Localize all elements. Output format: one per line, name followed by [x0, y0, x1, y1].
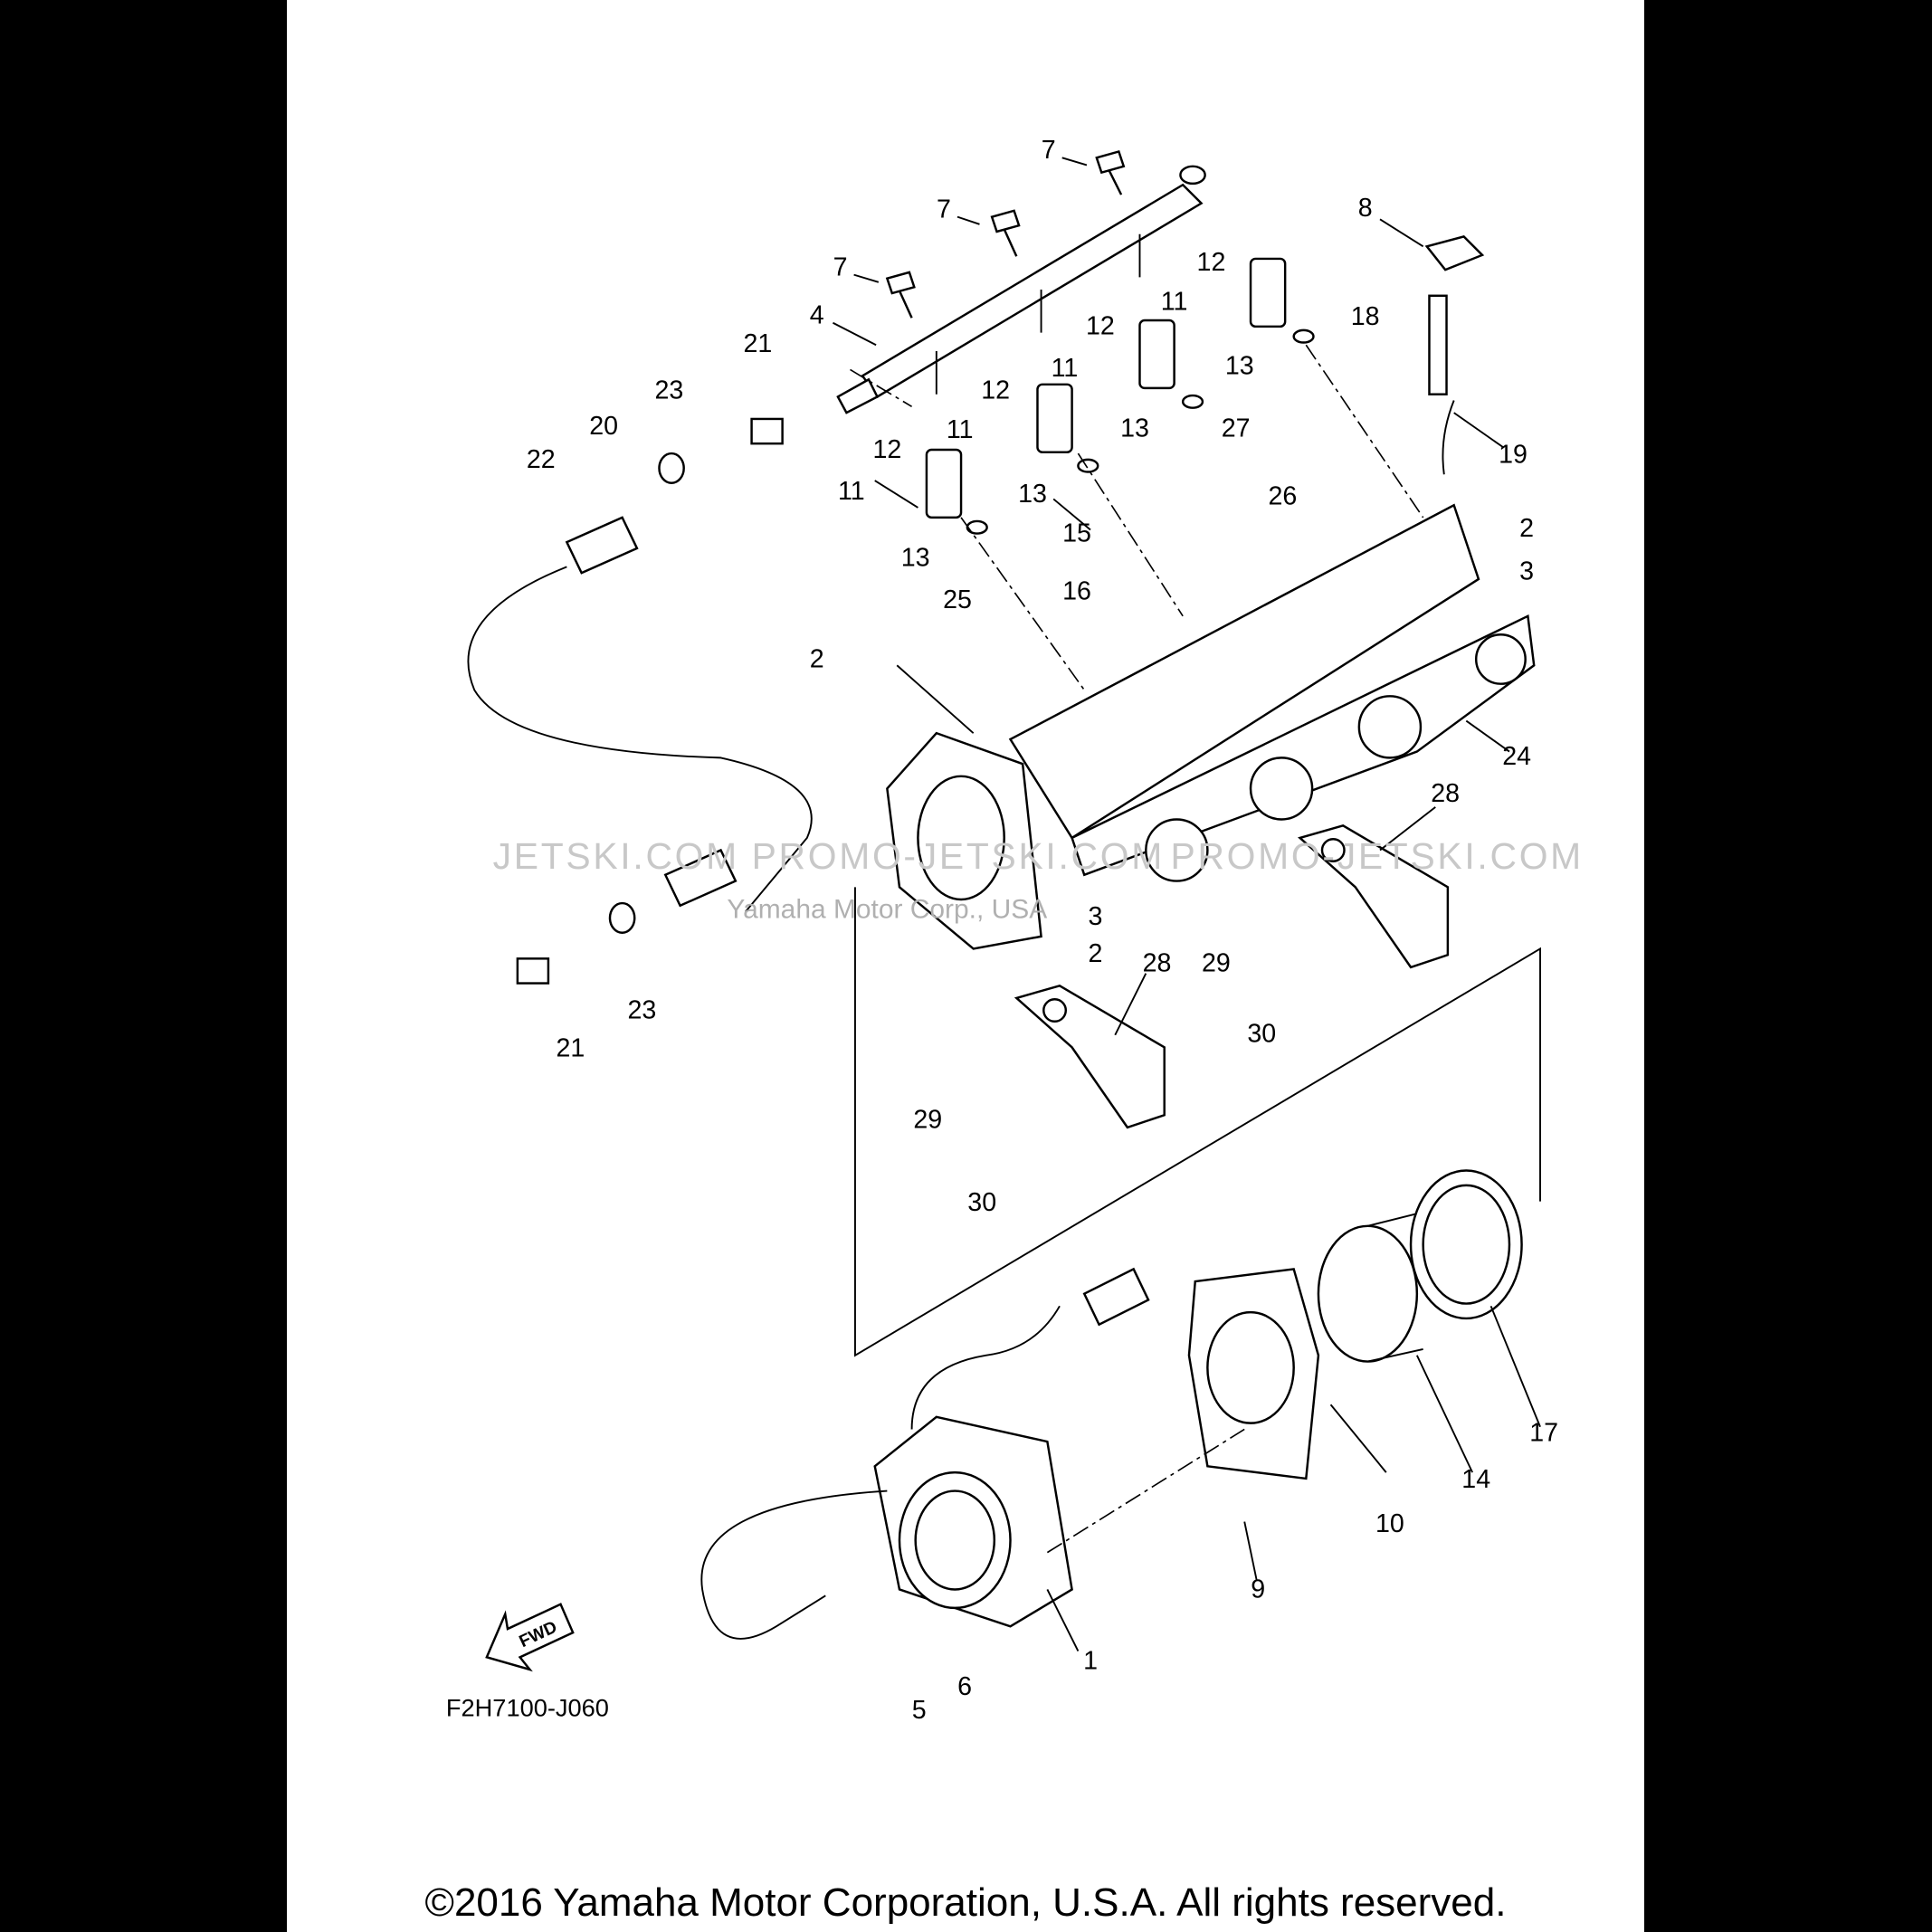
callout-14: 14 — [1461, 1465, 1490, 1494]
watermark-right: PROMO-JETSKI.COM — [1171, 835, 1584, 877]
bolts — [885, 149, 1126, 319]
callout-11: 11 — [947, 415, 974, 444]
callout-23: 23 — [654, 376, 683, 405]
callout-22: 22 — [527, 445, 556, 474]
callout-28: 28 — [1143, 949, 1172, 978]
copyright-footer: ©2016 Yamaha Motor Corporation, U.S.A. A… — [424, 1880, 1507, 1925]
fuel-injectors — [925, 257, 1315, 535]
callout-6: 6 — [957, 1672, 972, 1701]
callout-16: 16 — [1062, 576, 1091, 605]
callout-12: 12 — [1086, 312, 1115, 341]
callout-8: 8 — [1358, 194, 1373, 223]
callout-10: 10 — [1375, 1509, 1404, 1538]
watermark-overlay: Yamaha Motor Corp., USA — [727, 894, 1047, 924]
throttle-body — [700, 1267, 1150, 1640]
callout-18: 18 — [1351, 302, 1380, 331]
callout-5: 5 — [912, 1696, 927, 1725]
callout-26: 26 — [1269, 482, 1298, 511]
callout-7: 7 — [833, 252, 848, 281]
callout-13: 13 — [1120, 414, 1149, 443]
callout-3: 3 — [1089, 902, 1103, 931]
callout-30: 30 — [1247, 1019, 1276, 1048]
callout-24: 24 — [1502, 742, 1531, 771]
throttle-adapter — [886, 731, 1042, 950]
callout-23: 23 — [627, 995, 656, 1024]
callout-13: 13 — [901, 544, 930, 573]
watermark-left: JETSKI.COM — [493, 835, 739, 877]
fuel-hose — [467, 417, 813, 985]
callout-29: 29 — [1202, 949, 1231, 978]
callout-4: 4 — [810, 300, 824, 329]
callout-11: 11 — [1161, 288, 1188, 317]
callout-11: 11 — [1052, 354, 1079, 383]
callout-25: 25 — [943, 585, 972, 614]
pressure-sensor — [1424, 235, 1485, 475]
callout-21: 21 — [557, 1034, 585, 1063]
callout-3: 3 — [1519, 557, 1534, 586]
callout-7: 7 — [937, 195, 951, 224]
callout-30: 30 — [967, 1188, 996, 1217]
callout-13: 13 — [1018, 480, 1047, 509]
callout-11: 11 — [838, 477, 865, 506]
callout-9: 9 — [1251, 1575, 1265, 1604]
callout-27: 27 — [1222, 414, 1251, 443]
callout-17: 17 — [1529, 1418, 1558, 1447]
callout-1: 1 — [1083, 1646, 1098, 1675]
filter-and-seal — [1317, 1169, 1523, 1363]
callout-12: 12 — [1197, 248, 1226, 277]
callout-15: 15 — [1062, 519, 1091, 547]
fuel-rail — [836, 165, 1206, 414]
callout-7: 7 — [1042, 136, 1056, 165]
callout-2: 2 — [810, 644, 824, 673]
callout-20: 20 — [589, 412, 618, 441]
stays — [1014, 823, 1450, 1129]
callout-2: 2 — [1519, 514, 1534, 543]
callout-13: 13 — [1225, 351, 1254, 380]
callout-12: 12 — [872, 435, 901, 464]
callout-29: 29 — [913, 1106, 942, 1135]
callout-2: 2 — [1089, 939, 1103, 968]
callout-21: 21 — [743, 329, 772, 358]
adapter-plate — [1187, 1268, 1320, 1480]
intake-manifold — [1008, 503, 1536, 882]
callout-28: 28 — [1431, 779, 1460, 808]
watermark-middle: PROMO-JETSKI.COM — [752, 835, 1165, 877]
callout-labels: 7778121112111211121113131313421232022181… — [527, 136, 1558, 1725]
callout-12: 12 — [981, 376, 1010, 405]
part-code: F2H7100-J060 — [446, 1694, 609, 1722]
callout-19: 19 — [1499, 440, 1528, 469]
fwd-arrow-icon: FWD — [485, 1603, 575, 1672]
